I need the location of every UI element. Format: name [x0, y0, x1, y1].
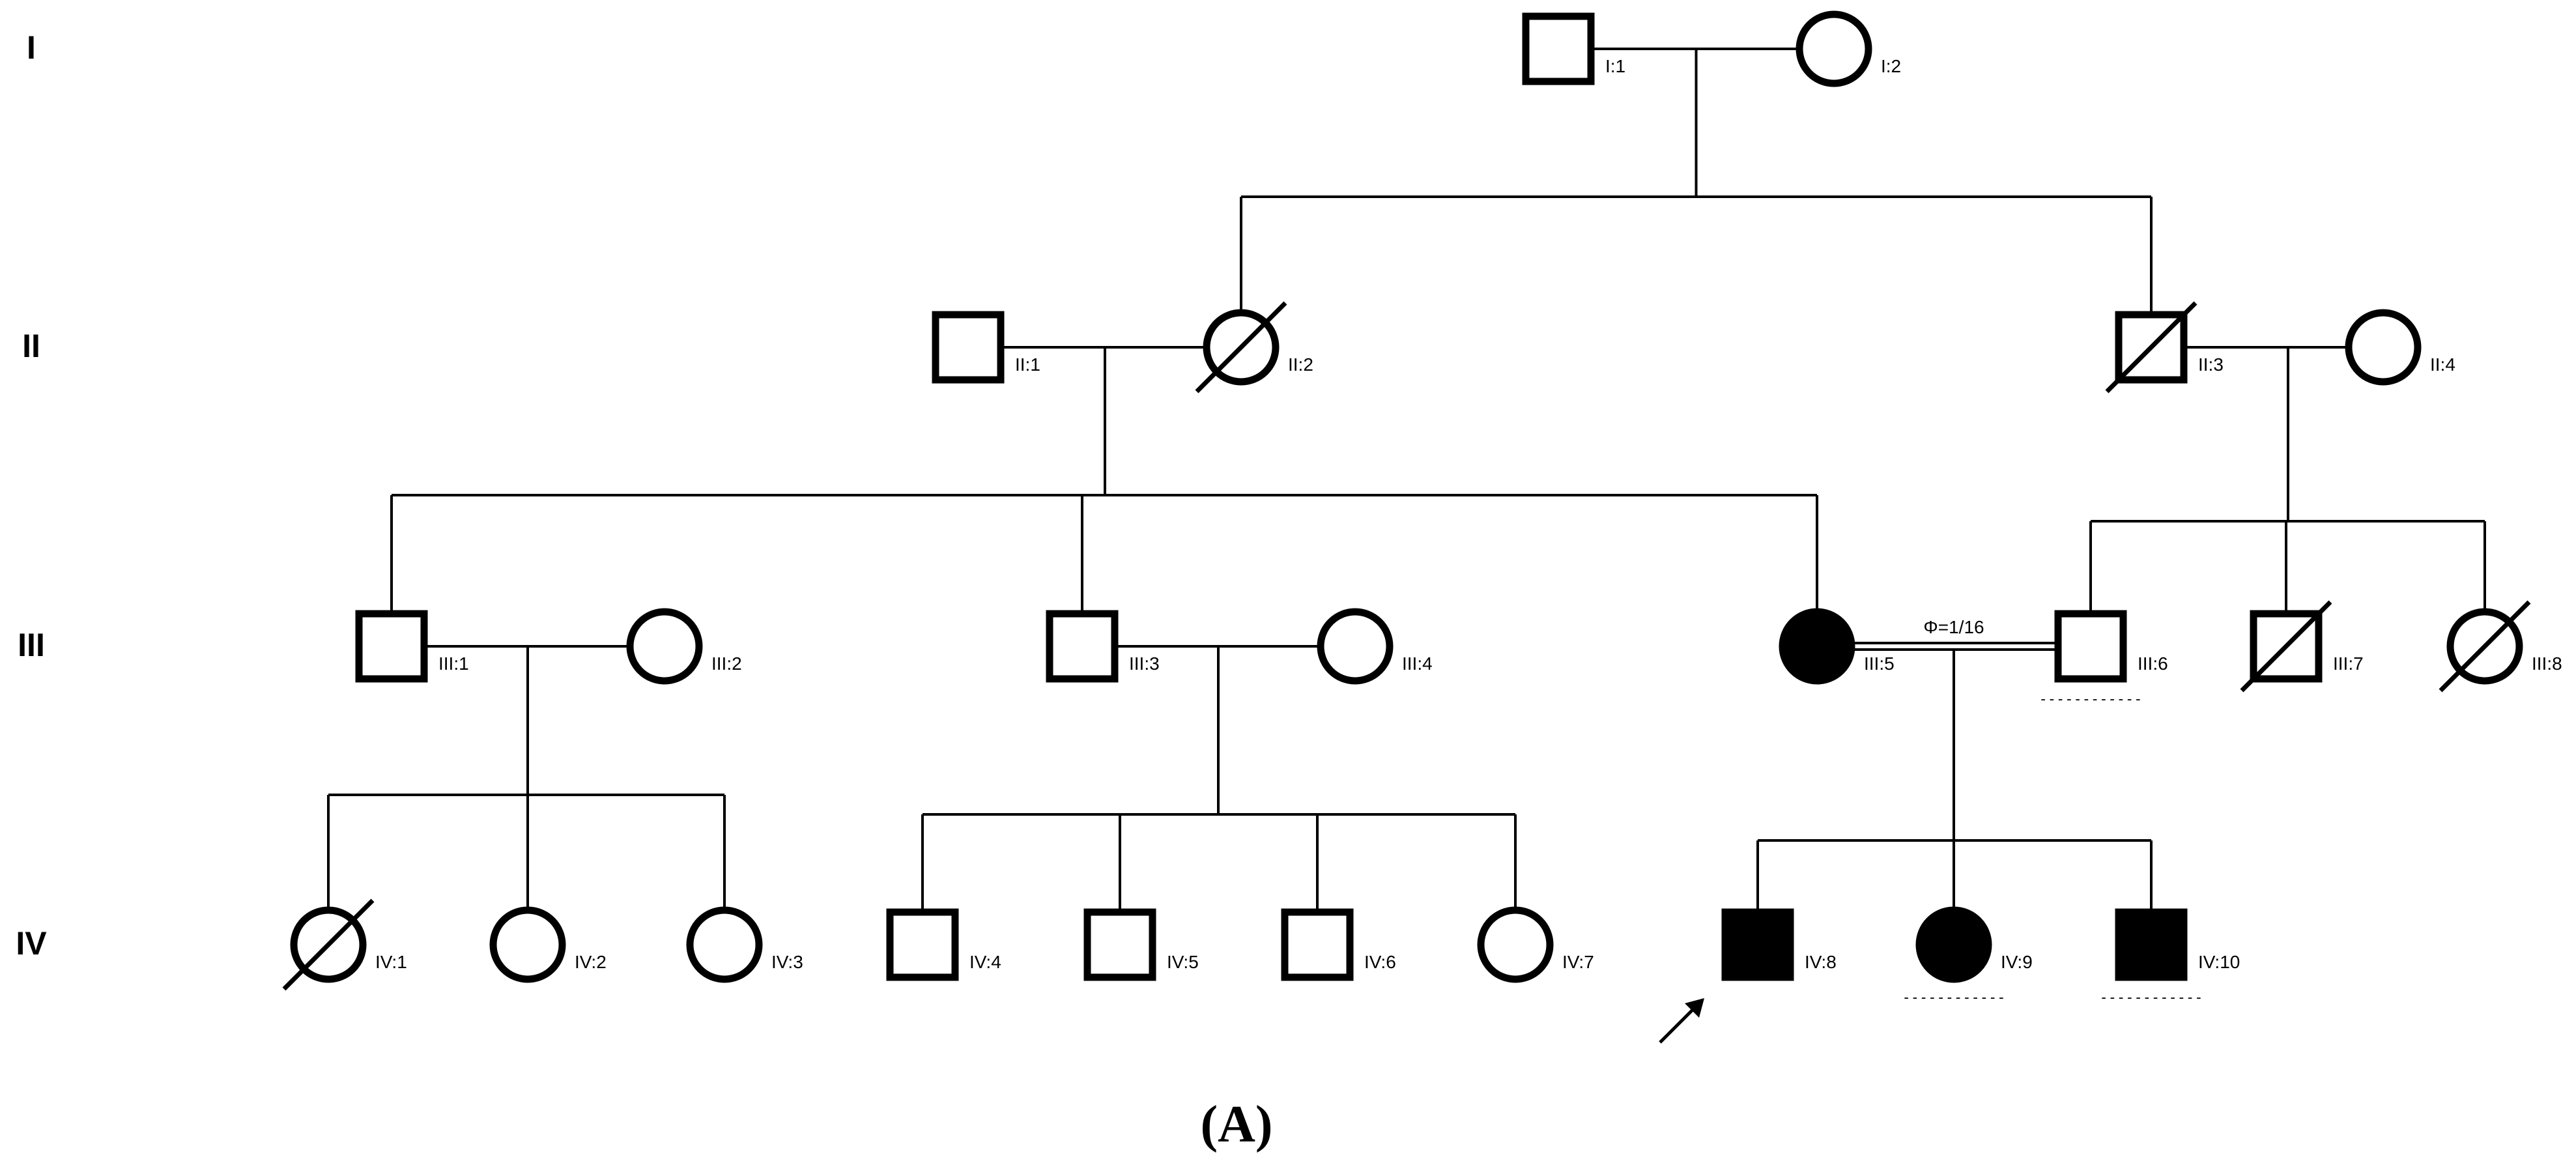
male-symbol: [1281, 908, 1354, 981]
individual-id-label: III:2: [711, 653, 742, 674]
deceased-slash: [2439, 600, 2531, 693]
individual-id-label: IV:3: [771, 952, 803, 972]
individual-ii-3: II:3: [2105, 301, 2224, 394]
individual-id-label: III:3: [1129, 653, 1160, 674]
individual-id-label: IV:2: [575, 952, 607, 972]
dashed-underline-mark: ------------: [1902, 990, 2006, 1006]
individual-iv-8: IV:8: [1721, 908, 1837, 981]
female-symbol: [1477, 906, 1554, 983]
proband-arrow-head: [1685, 998, 1704, 1018]
individual-iv-2: IV:2: [489, 906, 607, 983]
individual-id-label: I:2: [1881, 56, 1901, 76]
male-symbol: [2054, 610, 2127, 683]
individual-id-label: IV:1: [375, 952, 407, 972]
individual-ii-1: II:1: [932, 311, 1040, 384]
individual-id-label: IV:9: [2001, 952, 2033, 972]
individual-id-label: IV:7: [1562, 952, 1594, 972]
individual-id-label: IV:4: [969, 952, 1001, 972]
male-symbol: [886, 908, 959, 981]
male-symbol: [932, 311, 1005, 384]
affected-male-symbol: [2115, 908, 2188, 981]
dashed-underline-mark: ------------: [2100, 990, 2203, 1006]
individual-iv-9: IV:9 ------------: [1902, 906, 2033, 1006]
male-symbol: [1083, 908, 1156, 981]
generation-label-iv: IV: [16, 925, 47, 962]
individual-id-label: III:4: [1402, 653, 1433, 674]
individual-id-label: IV:5: [1167, 952, 1199, 972]
individual-id-label: II:4: [2430, 354, 2455, 375]
affected-female-symbol: [1779, 608, 1855, 685]
deceased-slash: [1195, 301, 1287, 394]
individual-iv-4: IV:4: [886, 908, 1001, 981]
affected-female-symbol: [1915, 906, 1992, 983]
individual-id-label: III:6: [2138, 653, 2168, 674]
individual-id-label: III:5: [1864, 653, 1895, 674]
affected-male-symbol: [1721, 908, 1794, 981]
individual-id-label: I:1: [1605, 56, 1625, 76]
individual-iii-6: III:6 ------------: [2039, 610, 2168, 708]
individual-ii-4: II:4: [2345, 309, 2455, 386]
figure-caption: (A): [1200, 1096, 1272, 1153]
individual-id-label: III:7: [2333, 653, 2364, 674]
male-symbol: [1046, 610, 1119, 683]
individual-i-1: I:1: [1522, 12, 1625, 85]
female-symbol: [1317, 608, 1394, 685]
individual-iii-1: III:1: [355, 610, 469, 683]
deceased-slash: [2105, 301, 2197, 394]
male-symbol: [1522, 12, 1595, 85]
proband-arrow-icon: [1659, 998, 1704, 1044]
kinship-coefficient-label: Φ=1/16: [1923, 617, 1984, 637]
individual-id-label: II:3: [2198, 354, 2224, 375]
individual-iv-5: IV:5: [1083, 908, 1199, 981]
individual-iv-6: IV:6: [1281, 908, 1396, 981]
individual-id-label: II:2: [1288, 354, 1313, 375]
deceased-slash: [2240, 600, 2332, 693]
individual-iii-2: III:2: [626, 608, 742, 685]
female-symbol: [2345, 309, 2422, 386]
individual-iv-7: IV:7: [1477, 906, 1594, 983]
deceased-slash: [282, 898, 375, 991]
female-symbol: [686, 906, 763, 983]
female-symbol: [626, 608, 703, 685]
individual-iii-4: III:4: [1317, 608, 1433, 685]
dashed-underline-mark: ------------: [2039, 691, 2143, 708]
individual-id-label: IV:10: [2198, 952, 2240, 972]
individual-id-label: IV:6: [1364, 952, 1396, 972]
individual-id-label: II:1: [1015, 354, 1040, 375]
individual-i-2: I:2: [1796, 10, 1901, 87]
pedigree-lines: [327, 48, 2486, 909]
female-symbol: [1796, 10, 1872, 87]
individual-id-label: III:8: [2532, 653, 2562, 674]
individual-iii-3: III:3: [1046, 610, 1160, 683]
individual-id-label: III:1: [438, 653, 469, 674]
generation-label-i: I: [27, 29, 36, 66]
individual-iii-8: III:8: [2439, 600, 2562, 693]
individual-iii-7: III:7: [2240, 600, 2364, 693]
male-symbol: [355, 610, 428, 683]
generation-label-iii: III: [18, 627, 45, 663]
individual-iii-5: III:5: [1779, 608, 1895, 685]
individual-iv-1: IV:1: [282, 898, 407, 991]
individual-iv-3: IV:3: [686, 906, 803, 983]
individual-id-label: IV:8: [1805, 952, 1837, 972]
female-symbol: [489, 906, 566, 983]
generation-label-ii: II: [22, 328, 40, 364]
individual-ii-2: II:2: [1195, 301, 1313, 394]
individual-iv-10: IV:10 ------------: [2100, 908, 2240, 1006]
